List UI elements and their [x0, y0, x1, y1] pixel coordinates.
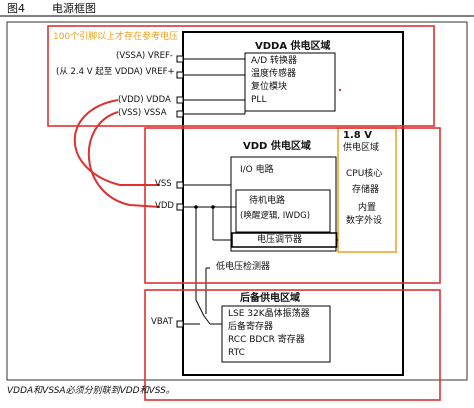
pin-vdd: [176, 203, 184, 211]
vdda-item-temp: 温度传感器: [251, 69, 297, 79]
pin-vref-minus: [176, 55, 184, 63]
pin-vbat: [176, 320, 184, 328]
pin-label-vdda: (VDD) VDDA: [118, 95, 171, 105]
core-voltage: 1.8 V: [343, 130, 372, 141]
red-link-vdd: [73, 99, 160, 186]
pin-label-vref-minus: (VSSA) VREF-: [116, 51, 173, 61]
vdda-item-pll: PLL: [251, 95, 267, 105]
pin-label-vss: VSS: [155, 179, 172, 189]
io-title: I/O 电路: [240, 165, 274, 175]
vdda-item-reset: 复位模块: [251, 82, 288, 92]
standby-line2: (唤醒逻辑, IWDG): [240, 211, 311, 221]
core-title: 供电区域: [343, 143, 380, 153]
vdda-items-box: [244, 52, 336, 112]
pin-label-vssa: (VSS) VSSA: [118, 108, 167, 118]
vdda-item-adc: A/D 转换器: [251, 56, 297, 66]
core-item-builtin: 内置: [358, 203, 377, 213]
highlight-backup-region: [144, 289, 441, 401]
red-link-vss: [87, 111, 161, 208]
highlight-vdd-region: [144, 127, 441, 284]
backup-title: 后备供电区域: [240, 293, 300, 304]
backup-item-rtc: RTC: [228, 348, 245, 358]
pin-vdda: [176, 96, 184, 104]
core-item-memory: 存储器: [352, 185, 380, 195]
annotation-text: 100个引脚以上才存在参考电压: [53, 32, 179, 42]
pin-vss: [176, 181, 184, 189]
pin-label-vdd: VDD: [155, 201, 174, 211]
standby-box: [235, 189, 331, 233]
backup-item-registers: 后备寄存器: [228, 322, 274, 332]
backup-item-lse: LSE 32K晶体振荡器: [228, 309, 310, 319]
highlight-vdda-region: [47, 25, 435, 127]
footnote: VDDA和VSSA必须分别联到VDD和VSS。: [7, 386, 175, 396]
backup-items-box: [221, 305, 331, 363]
regulator-label: 电压调节器: [257, 235, 303, 245]
core-item-peripherals: 数字外设: [346, 216, 383, 226]
low-voltage-label: 低电压检测器: [216, 262, 271, 272]
vdda-title: VDDA 供电区域: [255, 41, 331, 52]
pin-label-vref-plus: (从 2.4 V 起至 VDDA) VREF+: [56, 67, 175, 77]
pin-vssa: [176, 110, 184, 118]
vdd-title: VDD 供电区域: [243, 141, 311, 152]
figure-title: 电源框图: [52, 2, 96, 15]
backup-item-rcc: RCC BDCR 寄存器: [228, 335, 305, 345]
io-box: [230, 156, 337, 252]
pin-vref-plus: [176, 71, 184, 79]
standby-line1: 待机电路: [249, 196, 286, 206]
figure-label: 图4: [7, 2, 25, 15]
outer-frame: [6, 21, 468, 381]
pin-label-vbat: VBAT: [151, 317, 173, 327]
core-item-cpu: CPU核心: [346, 169, 383, 179]
